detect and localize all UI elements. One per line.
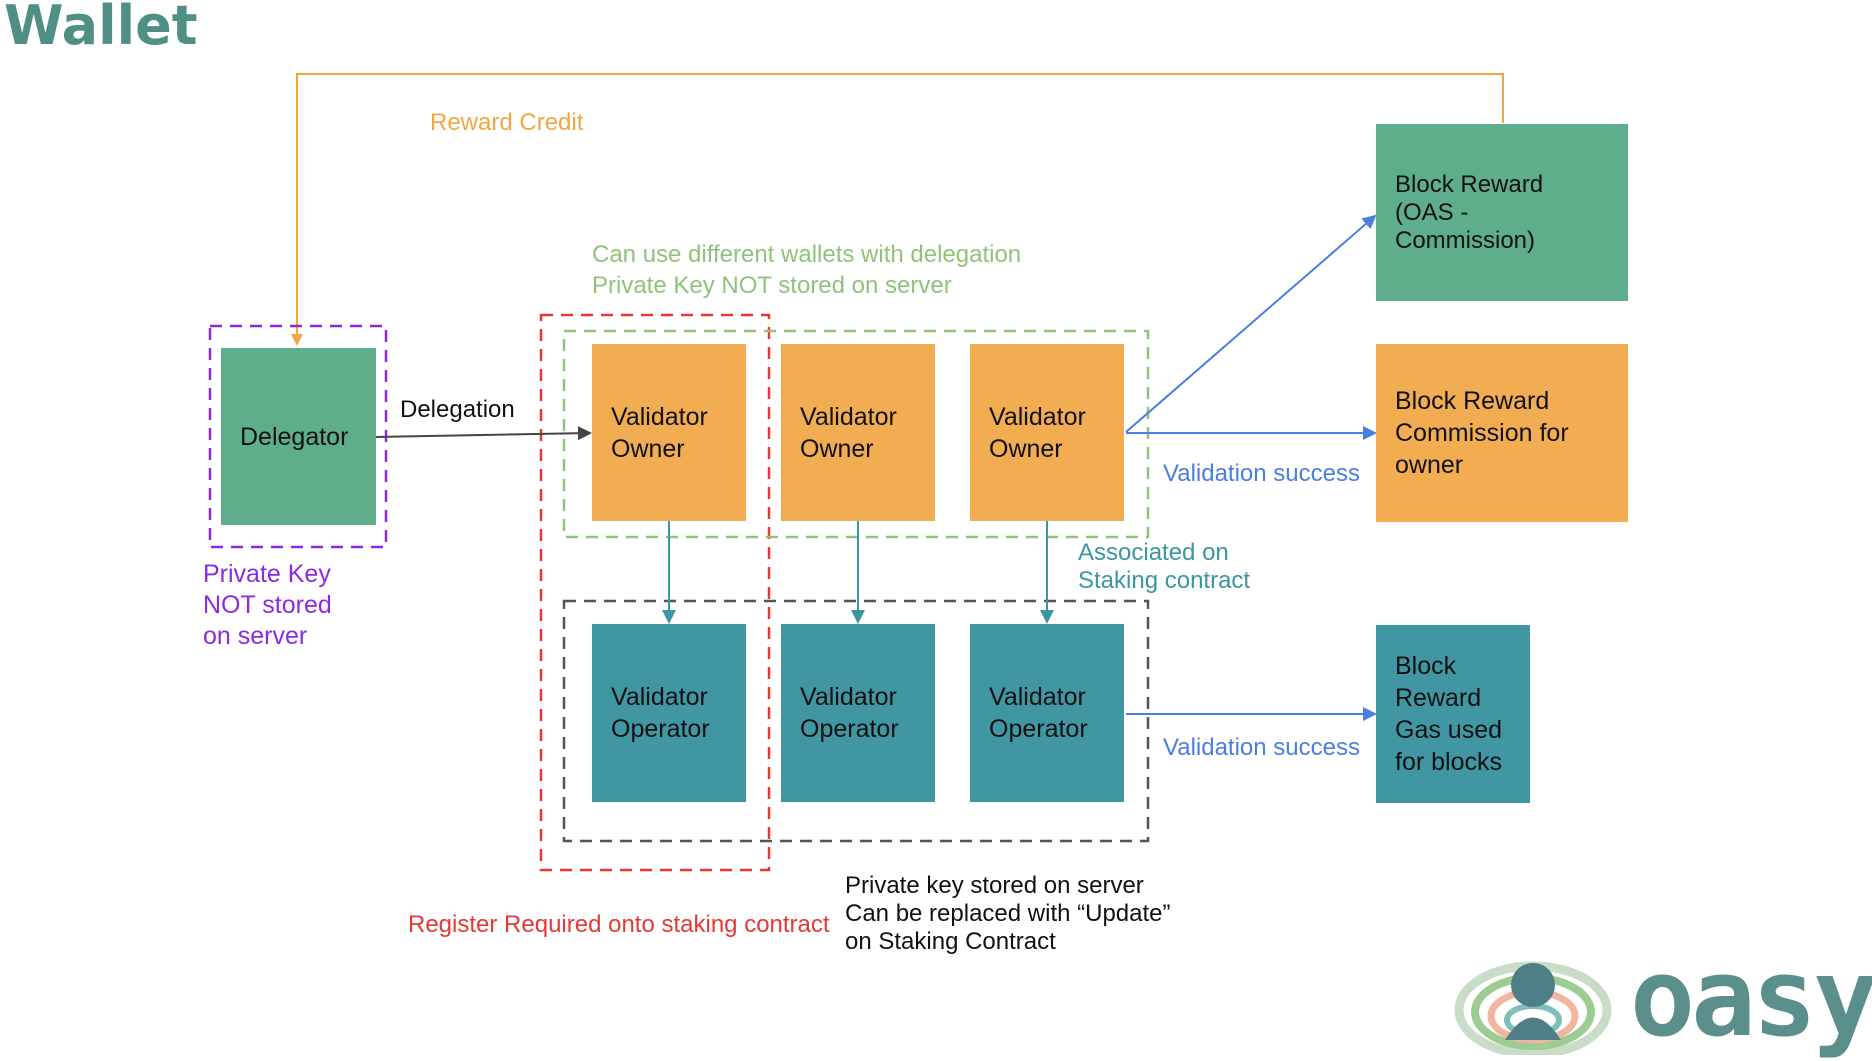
- validator-operator-box-2: Validator Operator: [781, 624, 935, 802]
- oasys-logo-text: oasys: [1630, 936, 1872, 1061]
- associated-staking-label: Associated on Staking contract: [1078, 539, 1251, 594]
- register-required-group: [539, 313, 771, 872]
- register-required-label: Register Required onto staking contract: [408, 911, 830, 938]
- delegation-arrow: [375, 426, 592, 441]
- private-key-stored-label: Private key stored on server Can be repl…: [845, 872, 1171, 955]
- private-key-not-stored-label: Private Key NOT stored on server: [203, 560, 332, 650]
- delegator-box: Delegator: [221, 348, 376, 525]
- block-reward-commission-box: Block Reward Commission for owner: [1376, 344, 1628, 522]
- oasys-logo-icon: [1454, 961, 1612, 1055]
- validator-operator-box-1: Validator Operator: [592, 624, 746, 802]
- operator-keys-group: [562, 599, 1150, 843]
- validation-success-owner-label: Validation success: [1163, 460, 1360, 487]
- different-wallets-label: Can use different wallets with delegatio…: [592, 241, 1022, 299]
- page-title: Wallet: [4, 0, 198, 57]
- block-reward-gas-box: Block Reward Gas used for blocks: [1376, 625, 1530, 803]
- block-reward-oas-box: Block Reward (OAS - Commission): [1376, 124, 1628, 301]
- delegation-label: Delegation: [400, 396, 515, 423]
- validator-operator-box-3: Validator Operator: [970, 624, 1124, 802]
- validator-owner-box-1: Validator Owner: [592, 344, 746, 521]
- reward-credit-label: Reward Credit: [430, 109, 584, 136]
- validation-success-operator-label: Validation success: [1163, 734, 1360, 761]
- validator-owner-box-2: Validator Owner: [781, 344, 935, 521]
- validator-owner-box-3: Validator Owner: [970, 344, 1124, 521]
- owner-to-oas-reward-arrow: [1125, 214, 1377, 433]
- reward-credit-arrow: [291, 73, 1504, 346]
